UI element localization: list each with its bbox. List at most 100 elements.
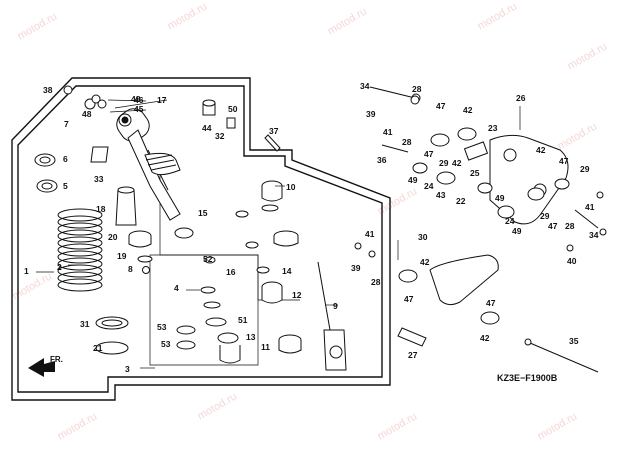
bearing [430, 133, 450, 147]
collar-50 [226, 117, 236, 129]
watermark: motod.ru [566, 40, 610, 72]
label-45: 45 [134, 104, 144, 114]
label-41a: 41 [383, 127, 393, 137]
label-2: 2 [57, 262, 62, 272]
label-53a: 53 [157, 322, 167, 332]
watermark: motod.ru [166, 0, 210, 32]
label-12: 12 [292, 290, 302, 300]
watermark: motod.ru [376, 410, 420, 442]
seal [554, 178, 570, 190]
label-13: 13 [246, 332, 256, 342]
bolt-right [574, 209, 599, 229]
parts-left [34, 85, 347, 371]
label-31: 31 [80, 319, 90, 329]
bearing [527, 187, 545, 201]
label-5: 5 [63, 181, 68, 191]
label-23: 23 [488, 123, 498, 133]
label-plate [90, 146, 109, 163]
label-40: 40 [567, 256, 577, 266]
label-47a: 47 [436, 101, 446, 111]
label-28d: 28 [371, 277, 381, 287]
label-44: 44 [202, 123, 212, 133]
label-37: 37 [269, 126, 279, 136]
seal [497, 205, 515, 219]
label-21: 21 [93, 343, 103, 353]
watermark: motod.ru [556, 120, 600, 152]
watermark: motod.ru [536, 410, 580, 442]
bolt-37 [264, 134, 281, 152]
label-28a: 28 [412, 84, 422, 94]
watermark: motod.ru [476, 0, 520, 32]
label-47c: 47 [559, 156, 569, 166]
label-9: 9 [333, 301, 338, 311]
pivot-bolt-34 [369, 86, 416, 99]
label-24: 24 [424, 181, 434, 191]
front-label: FR. [50, 355, 63, 364]
label-46: 46 [134, 95, 144, 105]
label-1: 1 [24, 266, 29, 276]
label-34a: 34 [360, 81, 370, 91]
label-49b: 49 [512, 226, 522, 236]
front-arrow-icon [28, 358, 55, 377]
bearing [457, 127, 477, 141]
label-49a: 49 [408, 175, 418, 185]
label-7: 7 [64, 119, 69, 129]
link-collar [397, 327, 427, 347]
label-47e: 47 [404, 294, 414, 304]
label-28b: 28 [402, 137, 412, 147]
label-43: 43 [436, 190, 446, 200]
label-52: 52 [203, 254, 213, 264]
front-direction-arrow: FR. [28, 355, 63, 377]
bearing [436, 171, 456, 185]
collar [463, 141, 489, 161]
shock-assembly-frame-inner [17, 85, 383, 393]
label-41b: 41 [365, 229, 375, 239]
watermark: motod.ru [326, 5, 370, 37]
circlip [174, 227, 194, 239]
watermark: motod.ru [196, 390, 240, 422]
part-labels: 1 2 3 4 5 6 7 8 9 10 11 12 13 14 15 16 1… [24, 81, 599, 374]
label-29a: 29 [439, 158, 449, 168]
cap-nut [63, 85, 73, 95]
label-39b: 39 [351, 263, 361, 273]
label-42e: 42 [480, 333, 490, 343]
label-47d: 47 [548, 221, 558, 231]
bump-rubber [115, 189, 137, 226]
label-22: 22 [456, 196, 466, 206]
label-10: 10 [286, 182, 296, 192]
label-48b: 48 [131, 94, 141, 104]
label-53b: 53 [161, 339, 171, 349]
oring [137, 255, 153, 263]
label-18: 18 [96, 204, 106, 214]
damper-rod [317, 261, 331, 331]
label-39a: 39 [366, 109, 376, 119]
shock-assembly-frame [11, 77, 391, 401]
label-35: 35 [569, 336, 579, 346]
label-41c: 41 [585, 202, 595, 212]
label-50: 50 [228, 104, 238, 114]
label-33: 33 [94, 174, 104, 184]
label-6: 6 [63, 154, 68, 164]
label-14: 14 [282, 266, 292, 276]
shock-link [429, 254, 499, 306]
bearing [480, 311, 500, 325]
parts-right [354, 86, 607, 373]
label-19: 19 [117, 251, 127, 261]
label-42b: 42 [463, 105, 473, 115]
label-24b: 24 [505, 216, 515, 226]
spring [57, 208, 103, 292]
watermark: motod.ru [56, 410, 100, 442]
label-34b: 34 [589, 230, 599, 240]
label-38: 38 [43, 85, 53, 95]
seat-stopper [95, 341, 129, 355]
label-28c: 28 [565, 221, 575, 231]
watermark: motod.ru [16, 10, 60, 42]
label-15: 15 [198, 208, 208, 218]
label-27: 27 [408, 350, 418, 360]
label-32: 32 [215, 131, 225, 141]
bolt-36 [381, 144, 409, 153]
label-29b: 29 [540, 211, 550, 221]
seal [477, 182, 493, 194]
label-20: 20 [108, 232, 118, 242]
